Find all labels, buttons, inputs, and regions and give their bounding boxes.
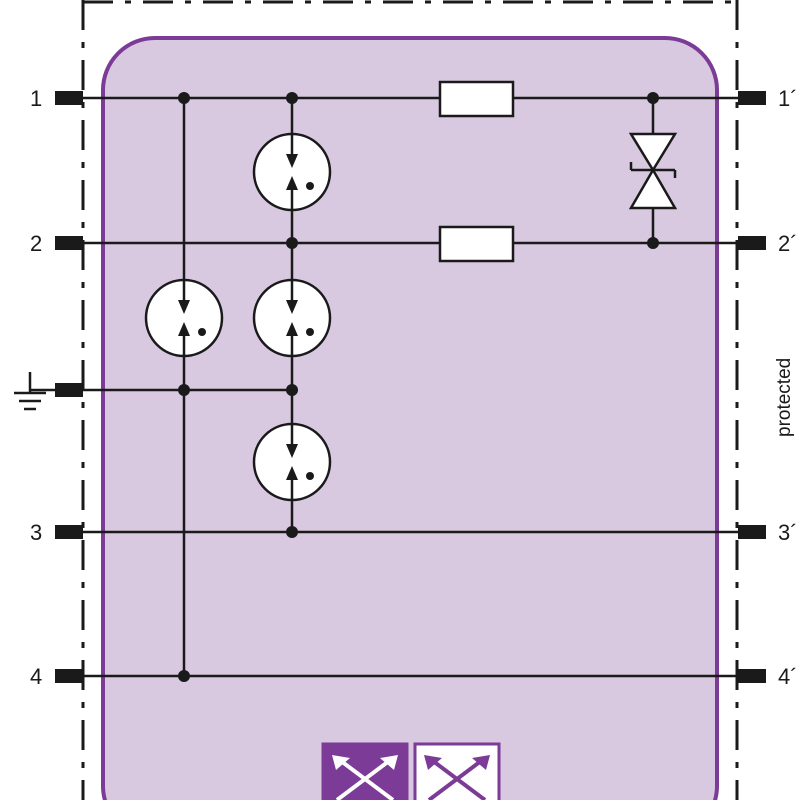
gas-discharge-tubes xyxy=(144,132,332,502)
module-plug-icon xyxy=(413,742,501,800)
terminal-label-2-prime: 2´ xyxy=(778,231,798,256)
terminal-label-4-prime: 4´ xyxy=(778,664,798,689)
terminal-label-3-prime: 3´ xyxy=(778,520,798,545)
terminal-label-4: 4 xyxy=(30,664,42,689)
module-body xyxy=(101,36,719,800)
gas-discharge-tube-icon xyxy=(252,278,332,358)
terminal-label-2: 2 xyxy=(30,231,42,256)
junction-dots xyxy=(178,92,659,682)
tvs-diode-icon xyxy=(628,132,678,210)
protected-side-label: protected xyxy=(774,358,795,437)
terminal-label-1: 1 xyxy=(30,86,42,111)
module-plug-icon xyxy=(321,742,409,800)
connector-pin-icon xyxy=(55,669,83,683)
connector-pin-icon xyxy=(55,525,83,539)
gas-discharge-tube-icon xyxy=(252,422,332,502)
left-terminal-pins xyxy=(55,91,83,683)
connector-pin-icon xyxy=(738,236,766,250)
connector-pin-icon xyxy=(738,669,766,683)
connector-pin-icon xyxy=(738,91,766,105)
terminal-label-1-prime: 1´ xyxy=(778,86,798,111)
connector-pin-icon xyxy=(738,525,766,539)
resistor-icon xyxy=(438,80,515,118)
connector-pin-icon xyxy=(55,91,83,105)
connector-pin-icon xyxy=(55,236,83,250)
right-terminal-pins xyxy=(738,91,766,683)
resistor-icon xyxy=(438,225,515,263)
ground-icon xyxy=(14,372,58,411)
terminal-label-3: 3 xyxy=(30,520,42,545)
gas-discharge-tube-icon xyxy=(252,132,332,212)
connector-pin-icon xyxy=(55,383,83,397)
gas-discharge-tube-icon xyxy=(144,278,224,358)
enclosure-outline xyxy=(81,0,739,800)
